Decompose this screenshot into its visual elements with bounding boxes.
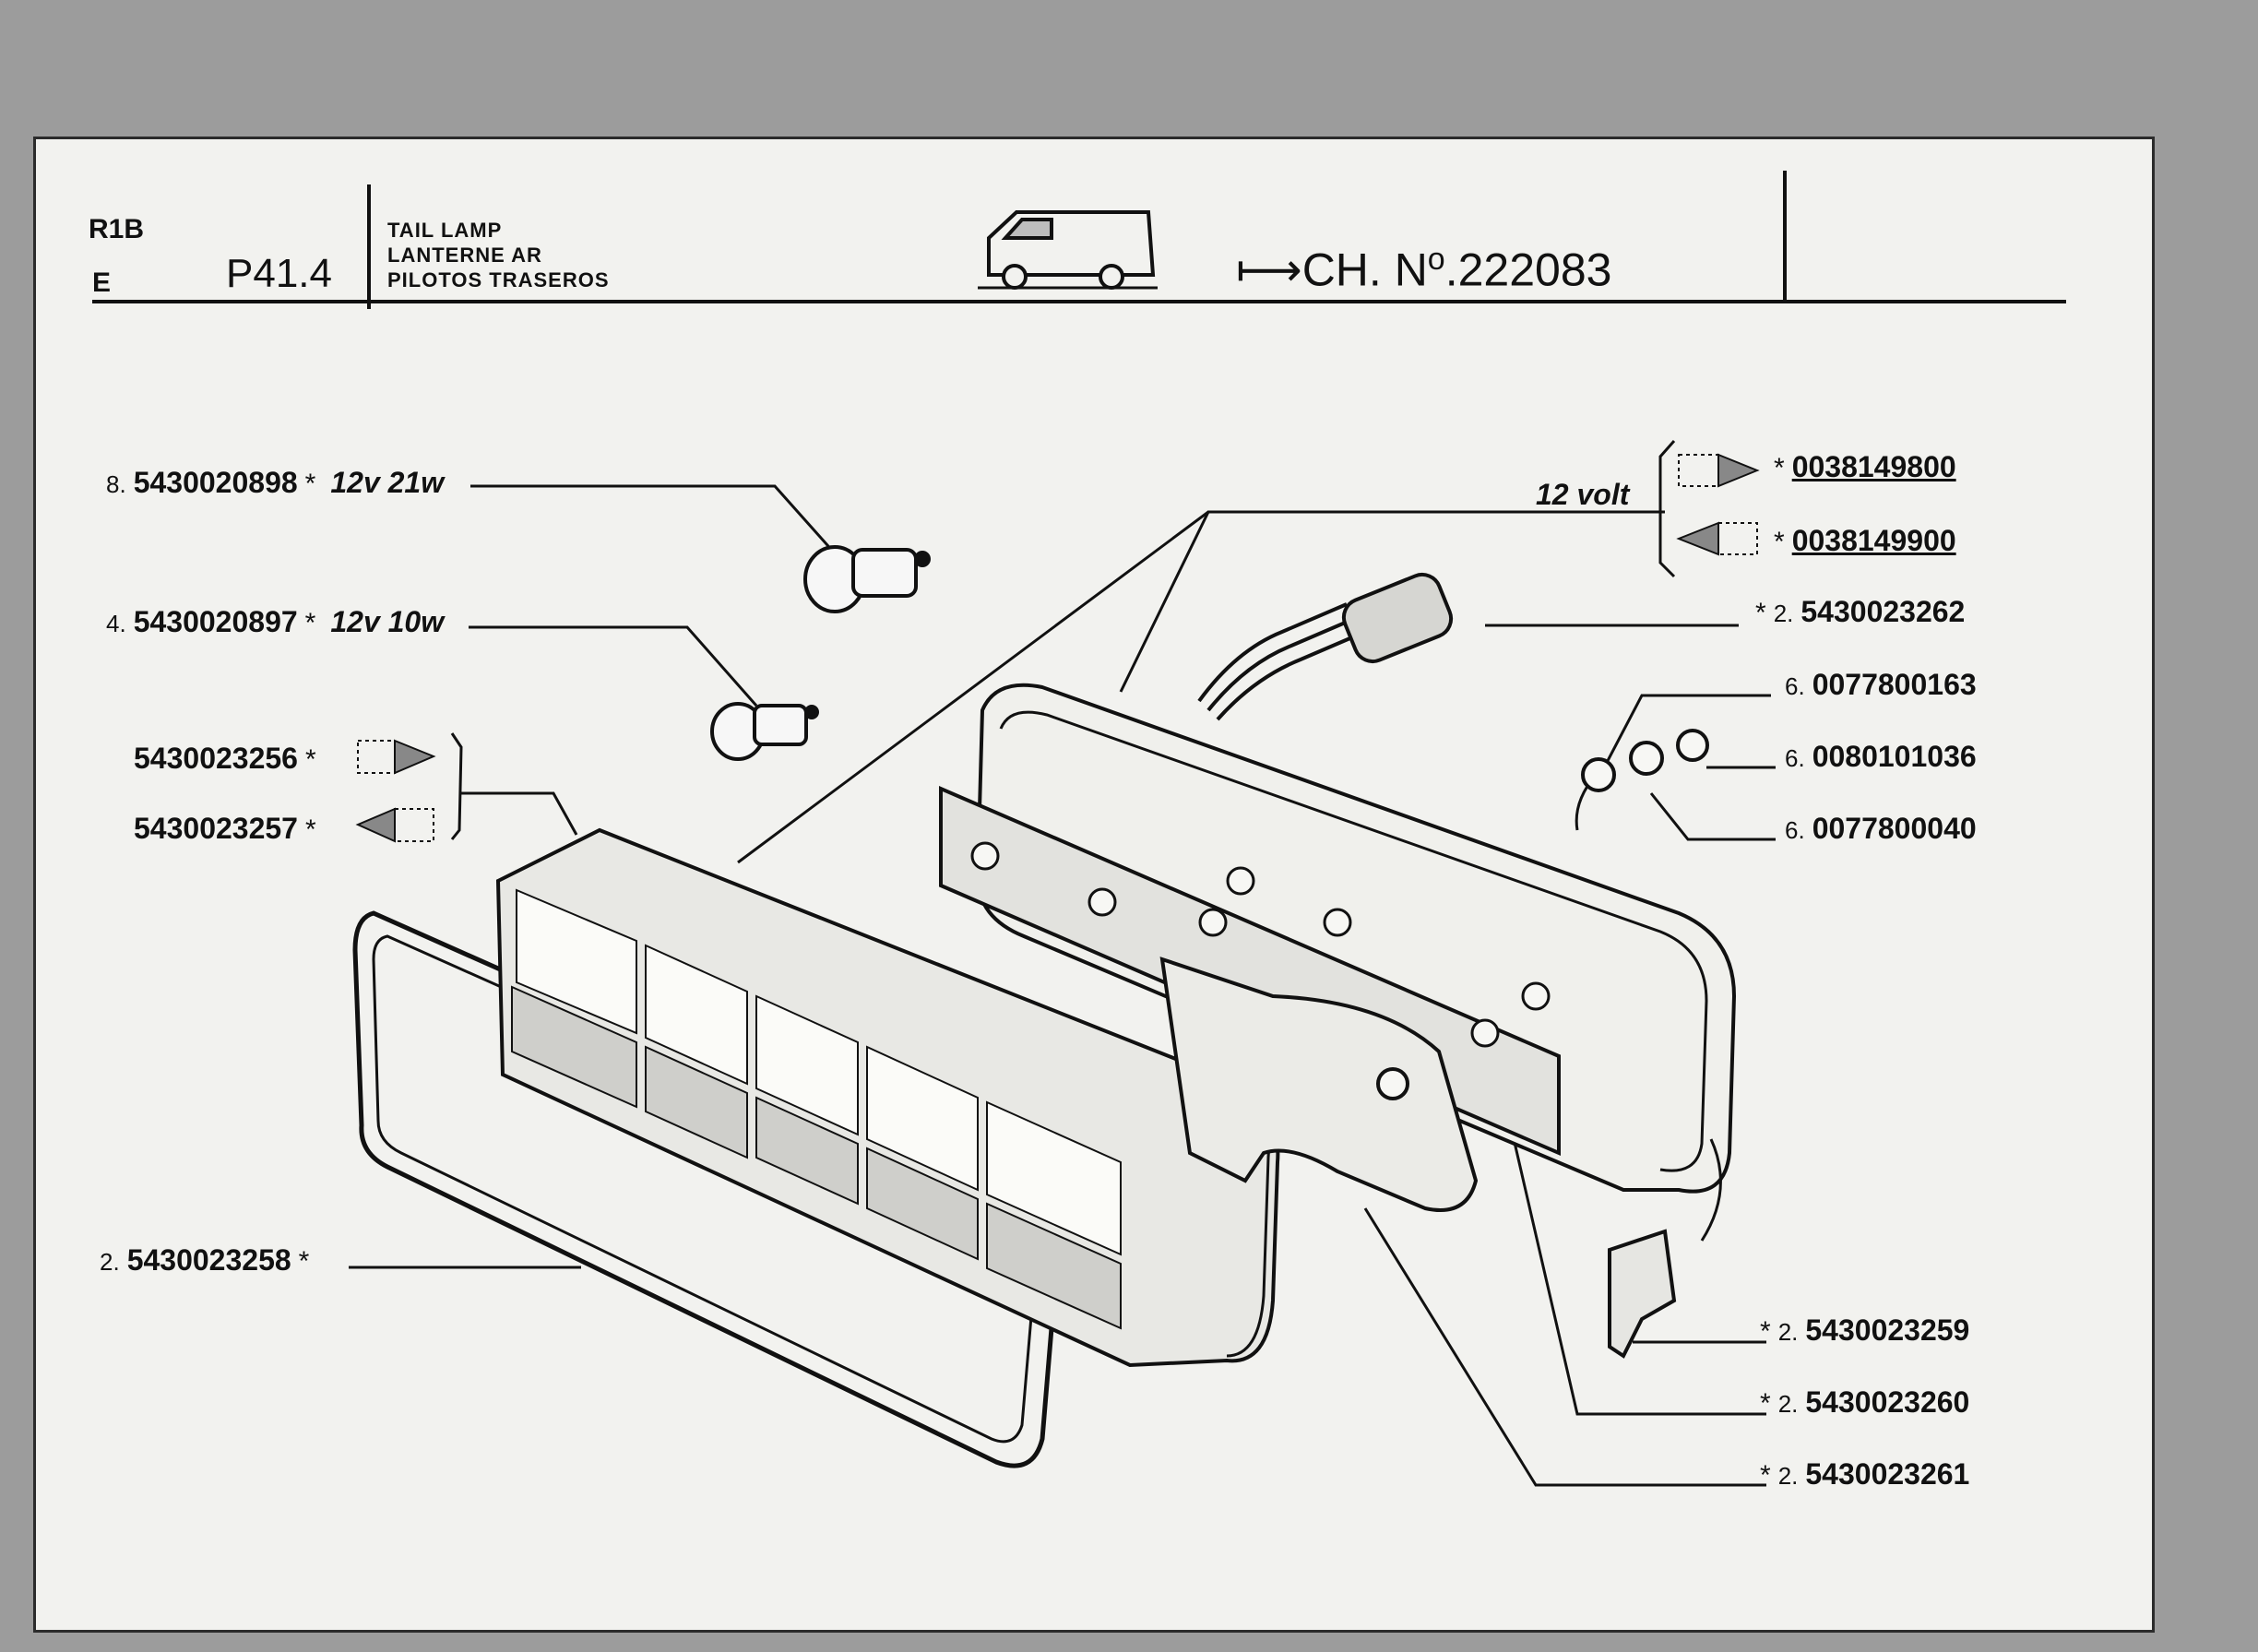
bracket-lens <box>450 732 463 840</box>
mounting-bracket <box>1159 957 1479 1212</box>
leader-plate <box>1511 1134 1766 1416</box>
leader-bulb-10w <box>469 625 758 707</box>
bulb-10w-icon <box>710 702 819 761</box>
asterisk-icon: * <box>304 744 316 775</box>
page-title: TAIL LAMP LANTERNE AR PILOTOS TRASEROS <box>387 218 610 292</box>
nut-icon <box>1581 757 1616 792</box>
triangle-right-icon <box>1717 453 1760 488</box>
label-bulb-10w: 4.5430020897*12v 10w <box>106 605 445 638</box>
label-washer-b: 6.0077800040 <box>1785 812 1977 845</box>
label-bracket: *2.5430023261 <box>1760 1457 1970 1491</box>
asterisk-icon: * <box>1760 1388 1771 1419</box>
language-code: E <box>92 267 112 298</box>
asterisk-icon: * <box>1760 1460 1771 1491</box>
washer-icon <box>1676 729 1709 762</box>
clip-part <box>1608 1138 1722 1359</box>
title-en: TAIL LAMP <box>387 219 503 242</box>
asterisk-icon: * <box>304 608 316 638</box>
title-es: PILOTOS TRASEROS <box>387 268 610 291</box>
leader-bulb-21w <box>470 484 837 554</box>
leader-nut <box>1598 694 1771 776</box>
voltage-label: 12 volt <box>1536 478 1630 511</box>
label-clip: *2.5430023259 <box>1760 1313 1970 1347</box>
label-washer-a: 6.0080101036 <box>1785 740 1977 773</box>
label-gasket: 2.5430023258* <box>100 1243 310 1277</box>
asterisk-icon: * <box>1760 1316 1771 1347</box>
label-connector: *2.5430023262 <box>1755 595 1966 628</box>
leader-body-2 <box>737 510 1209 864</box>
fasteners <box>1581 729 1709 792</box>
label-body-right: *0038149800 <box>1774 450 1956 483</box>
label-bulb-21w: 8.5430020898*12v 21w <box>106 466 445 499</box>
triangle-left-icon <box>355 807 396 843</box>
washer-icon <box>1629 741 1664 776</box>
label-plate: *2.5430023260 <box>1760 1385 1970 1419</box>
chassis-number: ⟼CH. No.222083 <box>1236 242 1612 296</box>
van-icon <box>978 210 1158 290</box>
label-nut: 6.0077800163 <box>1785 668 1977 701</box>
triangle-left-icon <box>1676 521 1719 556</box>
asterisk-icon: * <box>1755 598 1766 628</box>
lens-assembly <box>495 827 1280 1368</box>
leader-washer-b <box>1649 792 1776 841</box>
leader-lens <box>461 791 578 836</box>
model-code: R1B <box>89 214 145 244</box>
asterisk-icon: * <box>298 1246 310 1277</box>
asterisk-icon: * <box>1774 527 1785 557</box>
label-lens-left: 5430023257* <box>134 812 316 845</box>
connector-plug <box>1197 572 1454 721</box>
asterisk-icon: * <box>304 469 316 499</box>
bracket-body <box>1658 440 1676 578</box>
asterisk-icon: * <box>1774 453 1785 483</box>
triangle-right-icon <box>394 739 436 775</box>
asterisk-icon: * <box>304 814 316 845</box>
page-number: P41.4 <box>226 251 332 296</box>
chassis-arrow-icon: ⟼ <box>1236 244 1302 296</box>
title-fr: LANTERNE AR <box>387 244 542 267</box>
label-body-left: *0038149900 <box>1774 524 1956 557</box>
leader-bracket <box>1363 1207 1766 1487</box>
bulb-21w-icon <box>803 545 931 613</box>
label-lens-right: 5430023256* <box>134 742 316 775</box>
